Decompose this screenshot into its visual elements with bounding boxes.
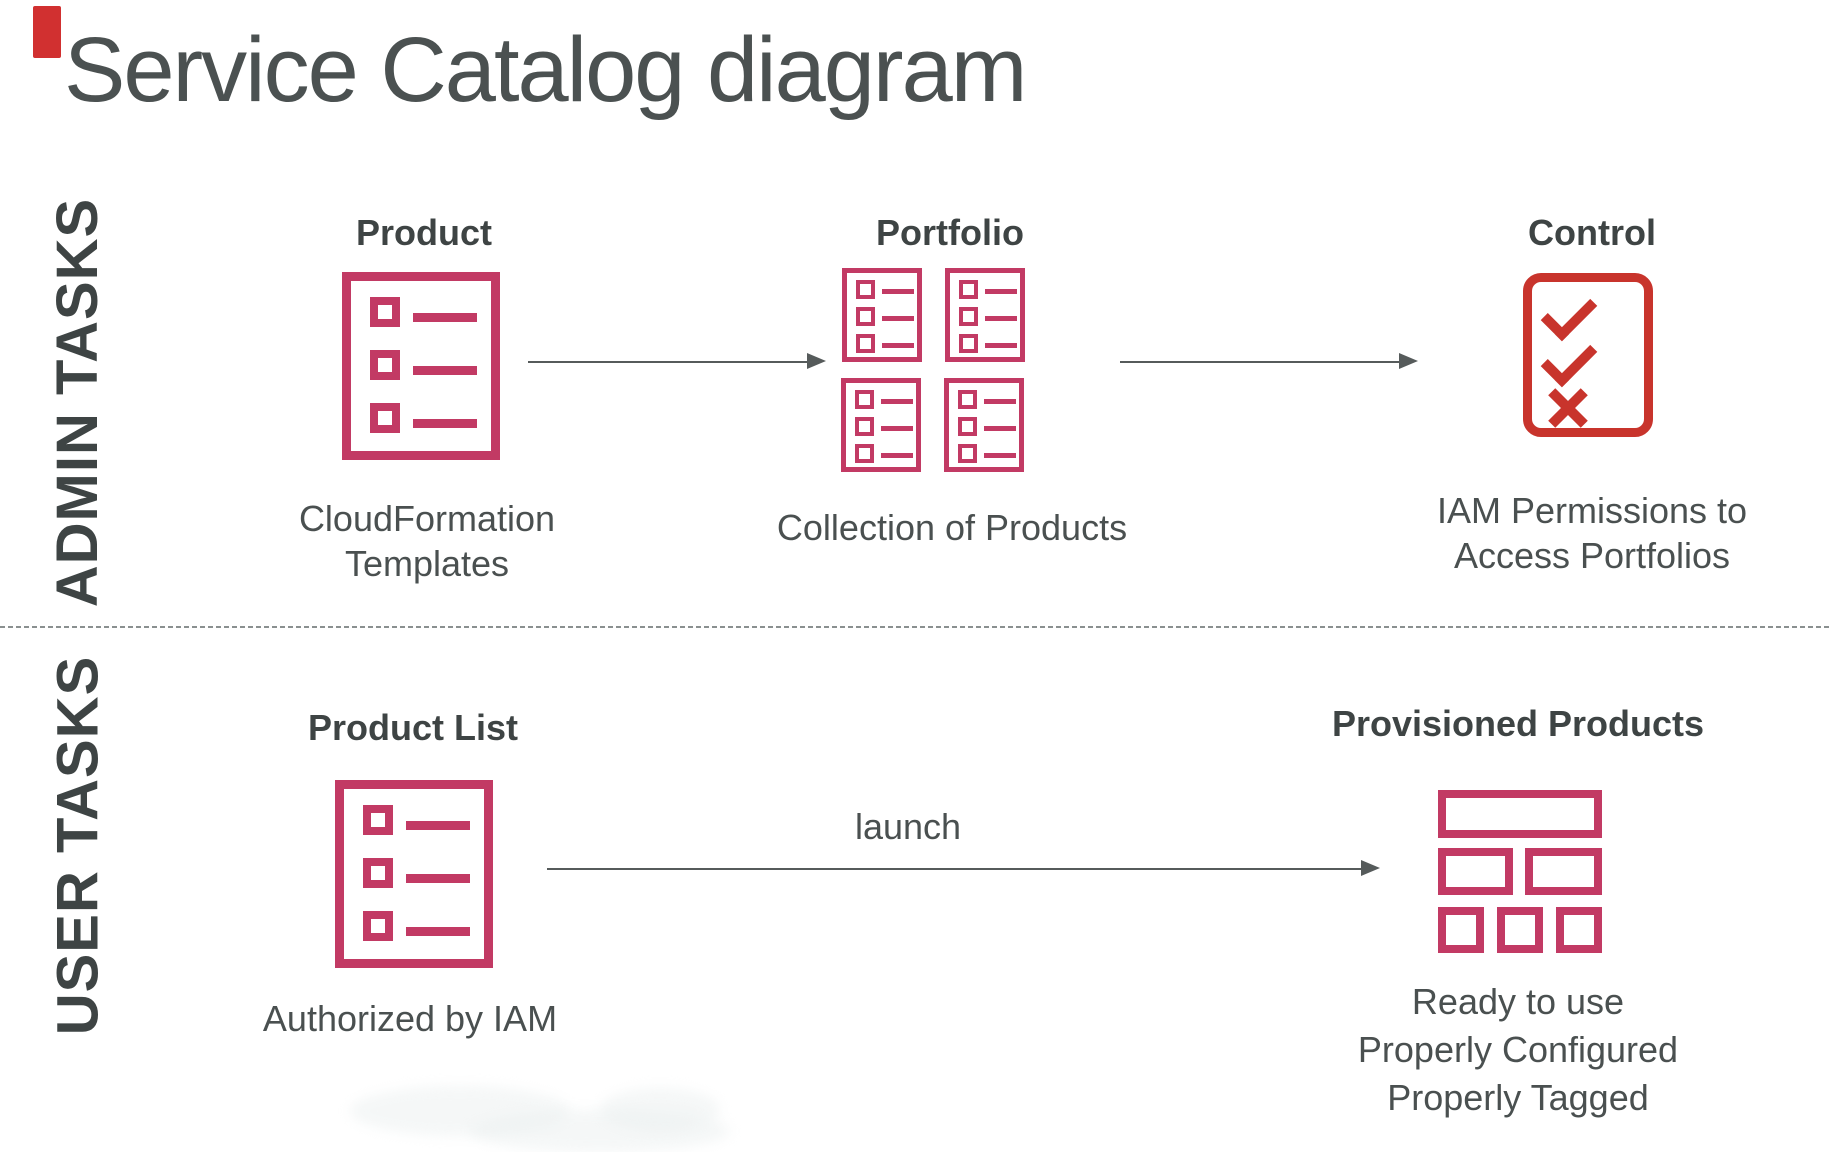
list-square xyxy=(856,280,875,299)
page-title: Service Catalog diagram xyxy=(64,19,1027,121)
list-row xyxy=(370,297,491,327)
list-line xyxy=(406,874,470,883)
list-line xyxy=(984,426,1016,431)
smudge xyxy=(470,1110,730,1152)
list-line xyxy=(985,343,1017,348)
portfolio-mini-product-icon xyxy=(945,268,1025,362)
checklist-icon xyxy=(1523,273,1653,437)
brick-row xyxy=(1438,907,1602,953)
list-line xyxy=(985,289,1017,294)
list-line xyxy=(881,453,913,458)
list-square xyxy=(855,444,874,463)
list-line xyxy=(985,316,1017,321)
control-caption: IAM Permissions to Access Portfolios xyxy=(1436,490,1748,576)
list-line xyxy=(406,927,470,936)
checkmark-icon xyxy=(1540,330,1598,388)
product-list-heading: Product List xyxy=(307,707,518,748)
list-line xyxy=(881,399,913,404)
smudge xyxy=(350,1086,570,1136)
portfolio-mini-product-icon xyxy=(944,378,1024,472)
list-row xyxy=(370,350,491,380)
list-row xyxy=(959,307,1020,326)
list-line xyxy=(882,316,914,321)
list-row xyxy=(958,417,1019,436)
list-row xyxy=(855,444,916,463)
product-list-icon xyxy=(335,780,493,968)
user-tasks-label-text: USER TASKS xyxy=(45,655,111,1036)
list-row xyxy=(959,334,1020,353)
product-heading: Product xyxy=(355,212,492,253)
product-list-caption: Authorized by IAM xyxy=(262,998,558,1039)
product-list-icon xyxy=(342,272,500,460)
list-line xyxy=(984,399,1016,404)
red-marker xyxy=(33,6,61,58)
list-row xyxy=(363,911,484,941)
list-row xyxy=(856,280,917,299)
list-square xyxy=(363,805,393,835)
user-tasks-lane-label: USER TASKS xyxy=(28,656,128,1036)
list-square xyxy=(958,417,977,436)
list-line xyxy=(881,426,913,431)
list-row xyxy=(370,403,491,433)
list-row xyxy=(959,280,1020,299)
list-row xyxy=(363,858,484,888)
admin-tasks-label-text: ADMIN TASKS xyxy=(45,197,111,608)
list-line xyxy=(413,313,477,322)
list-line xyxy=(882,289,914,294)
dashed-divider xyxy=(0,626,1832,628)
list-line xyxy=(413,366,477,375)
bricks-icon xyxy=(1438,790,1602,953)
product-caption: CloudFormation Templates xyxy=(298,498,556,584)
list-square xyxy=(370,403,400,433)
list-square xyxy=(363,858,393,888)
checkmark-icon xyxy=(1540,284,1598,342)
list-line xyxy=(406,821,470,830)
list-row xyxy=(363,805,484,835)
brick xyxy=(1438,848,1513,895)
list-row xyxy=(856,334,917,353)
list-row xyxy=(958,390,1019,409)
x-mark-icon xyxy=(1546,386,1590,430)
list-square xyxy=(855,390,874,409)
arrow-portfolio-to-control xyxy=(1120,353,1418,369)
brick xyxy=(1556,907,1602,953)
portfolio-heading: Portfolio xyxy=(876,212,1024,253)
list-square xyxy=(958,444,977,463)
list-row xyxy=(855,390,916,409)
brick xyxy=(1497,907,1543,953)
list-square xyxy=(370,297,400,327)
list-square xyxy=(855,417,874,436)
brick xyxy=(1525,848,1602,895)
list-line xyxy=(413,419,477,428)
arrow-product-to-portfolio xyxy=(528,353,826,369)
list-square xyxy=(856,334,875,353)
provisioned-products-caption: Ready to use Properly Configured Properl… xyxy=(1357,981,1679,1118)
list-square xyxy=(959,280,978,299)
brick-row xyxy=(1438,848,1602,895)
list-square xyxy=(958,390,977,409)
list-square xyxy=(370,350,400,380)
list-square xyxy=(959,307,978,326)
list-square xyxy=(856,307,875,326)
list-line xyxy=(882,343,914,348)
portfolio-mini-product-icon xyxy=(841,378,921,472)
list-row xyxy=(958,444,1019,463)
portfolio-caption: Collection of Products xyxy=(776,507,1128,548)
brick xyxy=(1438,907,1484,953)
provisioned-products-heading: Provisioned Products xyxy=(1331,703,1705,744)
list-row xyxy=(856,307,917,326)
portfolio-mini-product-icon xyxy=(842,268,922,362)
list-line xyxy=(984,453,1016,458)
control-heading: Control xyxy=(1528,212,1656,253)
list-square xyxy=(363,911,393,941)
admin-tasks-lane-label: ADMIN TASKS xyxy=(28,198,128,607)
launch-label: launch xyxy=(854,806,962,847)
smudge xyxy=(600,1088,720,1132)
arrow-launch xyxy=(547,860,1380,876)
list-row xyxy=(855,417,916,436)
brick xyxy=(1438,790,1602,838)
list-square xyxy=(959,334,978,353)
